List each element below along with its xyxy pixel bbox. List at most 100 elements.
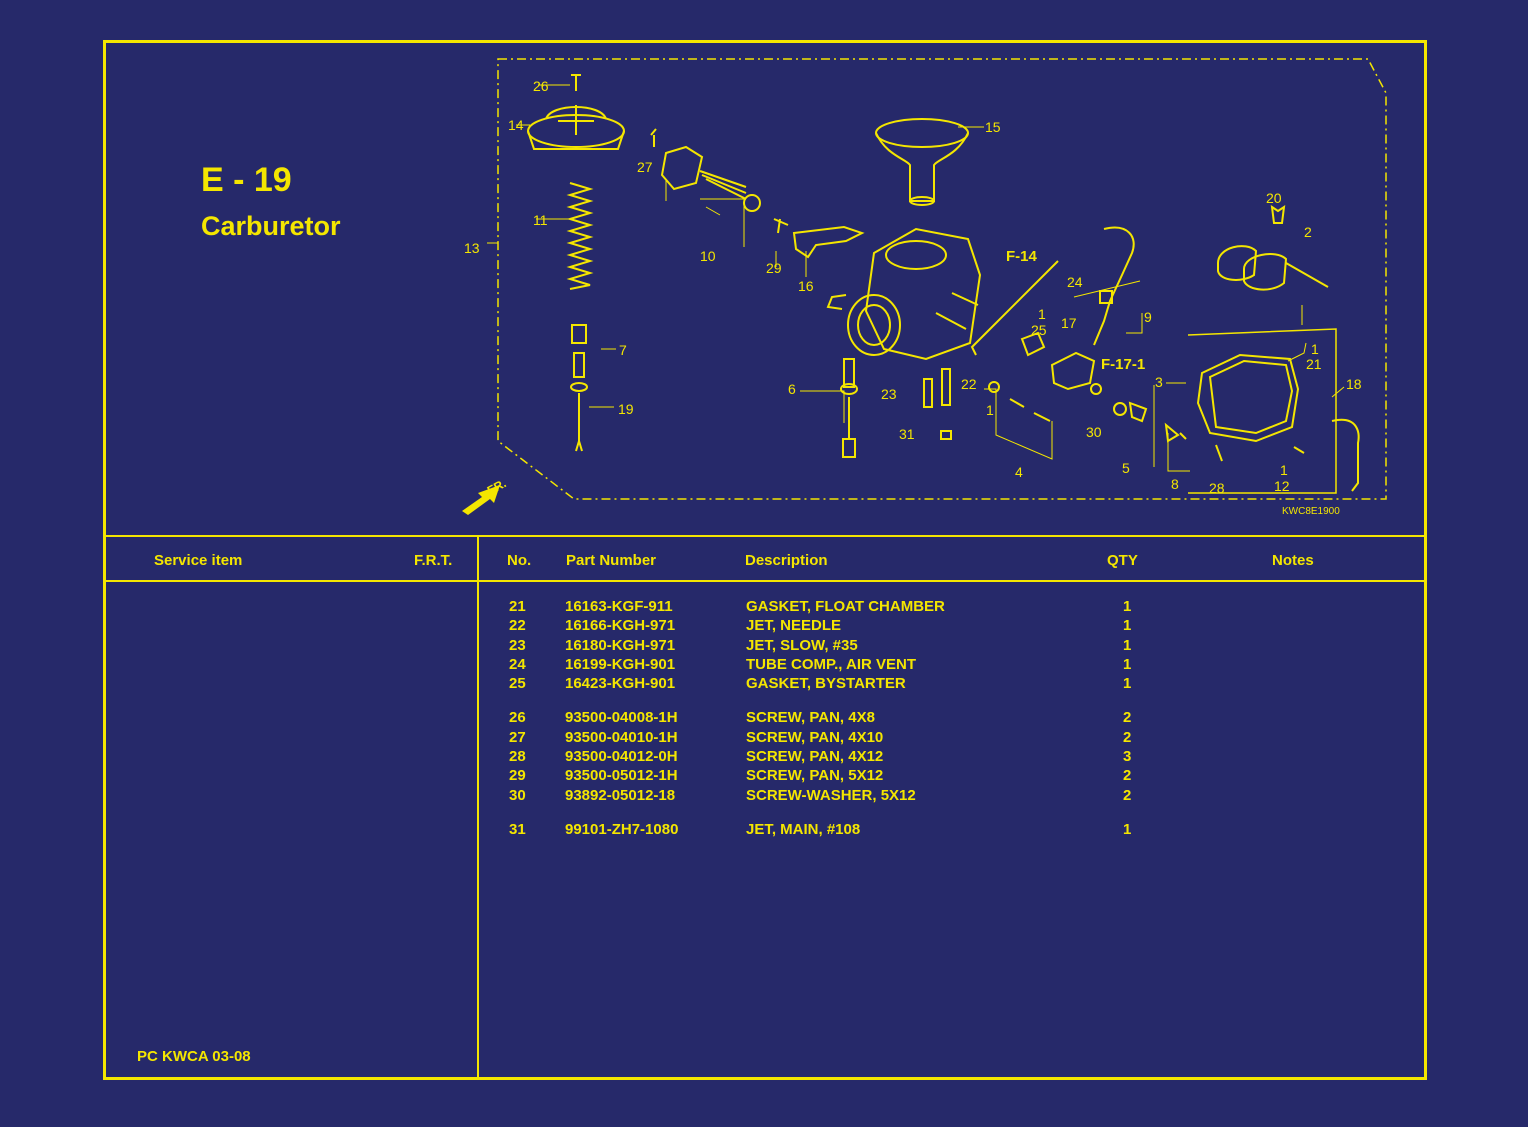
row-qty: 1: [1123, 637, 1132, 654]
row-description: SCREW-WASHER, 5X12: [746, 787, 916, 804]
row-part-number: 16166-KGH-971: [565, 617, 676, 634]
header-notes: Notes: [1272, 552, 1314, 569]
row-qty: 2: [1123, 787, 1132, 804]
section-name: Carburetor: [201, 211, 341, 241]
callout-31: 31: [899, 426, 915, 442]
callout-13: 13: [464, 240, 480, 256]
diagram-divider: [106, 535, 1424, 537]
callout-9: 9: [1144, 309, 1152, 325]
callout-3: 3: [1155, 374, 1163, 390]
row-no: 24: [509, 656, 526, 673]
callout-f14: F-14: [1006, 248, 1038, 265]
row-description: GASKET, FLOAT CHAMBER: [746, 598, 945, 615]
callout-12: 12: [1274, 478, 1290, 494]
header-divider: [106, 580, 1424, 582]
pilot-screw-part: [988, 381, 1051, 422]
row-part-number: 16199-KGH-901: [565, 656, 676, 673]
header-qty: QTY: [1107, 552, 1138, 569]
header-service-item: Service item: [154, 552, 243, 569]
row-no: 22: [509, 617, 526, 634]
drain-tube-part: [1331, 418, 1360, 492]
callout-10: 10: [700, 248, 716, 264]
row-description: SCREW, PAN, 5X12: [746, 767, 884, 784]
row-no: 21: [509, 598, 526, 615]
callout-20: 20: [1266, 190, 1282, 206]
row-no: 31: [509, 821, 526, 838]
callout-7: 7: [619, 342, 627, 358]
small-fittings-part: [1090, 383, 1187, 443]
header-frt: F.R.T.: [414, 552, 453, 569]
callout-16: 16: [798, 278, 814, 294]
air-vent-tube-part: [970, 260, 1059, 356]
callout-11: 11: [533, 212, 548, 228]
callout-5: 5: [1122, 460, 1130, 476]
row-description: JET, MAIN, #108: [746, 821, 861, 838]
callout-25: 25: [1031, 322, 1047, 338]
float-part: [1217, 204, 1329, 291]
spring-part: [566, 182, 594, 290]
row-no: 29: [509, 767, 526, 784]
row-part-number: 16423-KGH-901: [565, 675, 676, 692]
callout-29: 29: [766, 260, 782, 276]
callout-24: 24: [1067, 274, 1083, 290]
row-no: 25: [509, 675, 526, 692]
row-part-number: 93892-05012-18: [565, 787, 676, 804]
catalog-frame: 26 14 11 13 7 19 27 10 29 16 15 6 23 22 …: [103, 40, 1427, 1080]
row-qty: 2: [1123, 767, 1132, 784]
bystarter-cover-part: [650, 128, 761, 212]
column-divider: [477, 537, 479, 1077]
throttle-bracket-part: [773, 218, 865, 259]
row-qty: 1: [1123, 821, 1132, 838]
callout-30: 30: [1086, 424, 1102, 440]
callout-18: 18: [1346, 376, 1362, 392]
carburetor-body-part: [826, 227, 982, 361]
callout-2: 2: [1304, 224, 1312, 240]
screw-26-part: [571, 74, 581, 91]
row-part-number: 93500-04012-0H: [565, 748, 678, 765]
carburetor-exploded-diagram: 26 14 11 13 7 19 27 10 29 16 15 6 23 22 …: [462, 58, 1387, 517]
callout-6: 6: [788, 381, 796, 397]
float-chamber-box: [1187, 328, 1337, 494]
callout-f17-1: F-17-1: [1101, 356, 1145, 373]
row-description: GASKET, BYSTARTER: [746, 675, 906, 692]
row-part-number: 93500-04010-1H: [565, 729, 678, 746]
row-qty: 1: [1123, 656, 1132, 673]
row-part-number: 93500-04008-1H: [565, 709, 678, 726]
top-cap-part: [527, 105, 625, 150]
main-jet-part: [840, 358, 858, 458]
row-description: SCREW, PAN, 4X12: [746, 748, 884, 765]
jet-needle-part: [570, 324, 588, 452]
row-no: 23: [509, 637, 526, 654]
figure-code: KWC8E1900: [1282, 506, 1340, 517]
float-chamber-part: [1196, 353, 1305, 462]
callout-27: 27: [637, 159, 653, 175]
callout-1a: 1: [1038, 306, 1046, 322]
row-qty: 2: [1123, 729, 1132, 746]
header-description: Description: [745, 552, 828, 569]
callout-14: 14: [508, 117, 524, 133]
header-part-number: Part Number: [566, 552, 657, 569]
callout-23: 23: [881, 386, 897, 402]
row-no: 30: [509, 787, 526, 804]
row-qty: 1: [1123, 617, 1132, 634]
callout-28: 28: [1209, 480, 1225, 496]
footer-doc-code: PC KWCA 03-08: [137, 1048, 251, 1065]
callout-15: 15: [985, 119, 1001, 135]
section-code: E - 19: [201, 161, 292, 199]
fuel-hose-part: [1093, 226, 1135, 346]
callout-4: 4: [1015, 464, 1023, 480]
row-description: JET, NEEDLE: [746, 617, 842, 634]
row-qty: 1: [1123, 675, 1132, 692]
row-part-number: 93500-05012-1H: [565, 767, 678, 784]
row-part-number: 16180-KGH-971: [565, 637, 676, 654]
callout-8: 8: [1171, 476, 1179, 492]
row-qty: 2: [1123, 709, 1132, 726]
callout-labels: 26 14 11 13 7 19 27 10 29 16 15 6 23 22 …: [464, 78, 1362, 517]
row-part-number: 99101-ZH7-1080: [565, 821, 679, 838]
callout-21: 21: [1306, 356, 1322, 372]
callout-1b: 1: [986, 402, 994, 418]
header-no: No.: [507, 552, 532, 569]
row-no: 28: [509, 748, 526, 765]
front-arrow-icon: [462, 485, 500, 515]
callout-22: 22: [961, 376, 977, 392]
